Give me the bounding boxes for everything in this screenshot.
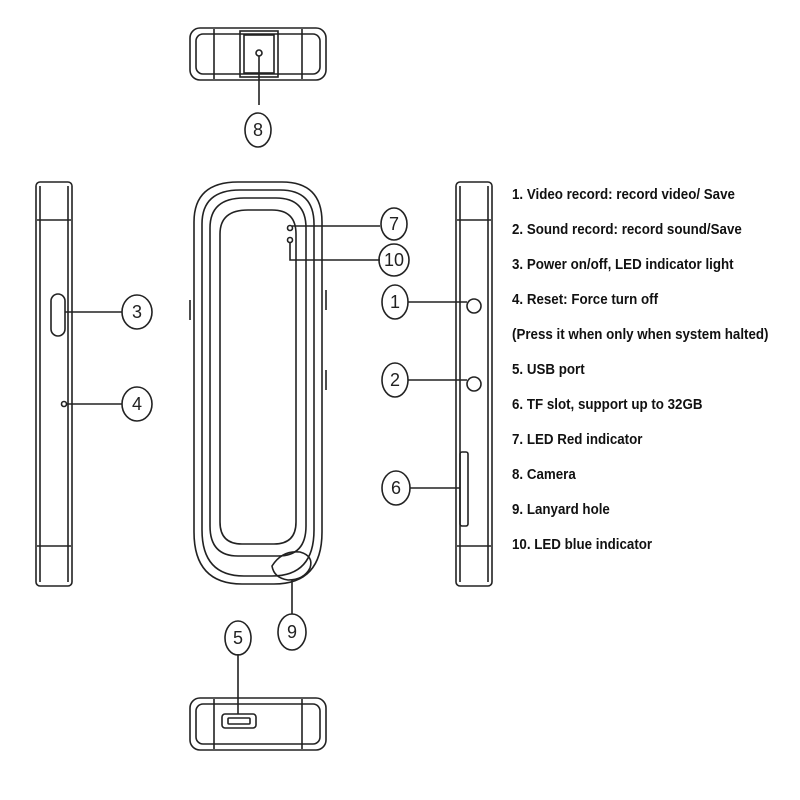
top-view [189, 27, 327, 105]
led-red-indicator-icon [286, 224, 294, 232]
callout-5: 5 [233, 628, 243, 648]
camera-lens-icon [255, 49, 263, 57]
legend-item-usb-port: 5. USB port [512, 362, 585, 378]
callout-3: 3 [132, 302, 142, 322]
power-button-icon [50, 293, 66, 337]
callout-6: 6 [391, 478, 401, 498]
legend-item-reset-note: (Press it when only when system halted) [512, 327, 769, 343]
callout-8: 8 [253, 120, 263, 140]
legend-item-sound-record: 2. Sound record: record sound/Save [512, 222, 742, 238]
callout-1: 1 [390, 292, 400, 312]
front-view [189, 181, 380, 614]
lanyard-hole-icon [271, 550, 312, 581]
video-record-button-icon [466, 298, 482, 314]
callout-4: 4 [132, 394, 142, 414]
legend-item-camera: 8. Camera [512, 467, 576, 483]
tf-slot-icon [459, 451, 469, 527]
sound-record-button-icon [466, 376, 482, 392]
led-blue-indicator-icon [286, 236, 294, 244]
legend-item-lanyard: 9. Lanyard hole [512, 502, 610, 518]
legend-item-video-record: 1. Video record: record video/ Save [512, 187, 735, 203]
legend-item-led-blue: 10. LED blue indicator [512, 537, 653, 553]
legend: 1. Video record: record video/ Save 2. S… [512, 178, 797, 563]
left-side-view [35, 181, 122, 587]
callout-7: 7 [389, 214, 399, 234]
callout-10: 10 [384, 250, 404, 270]
usb-port-icon [221, 713, 257, 729]
bottom-view [189, 654, 327, 751]
legend-item-power: 3. Power on/off, LED indicator light [512, 257, 734, 273]
right-side-view [408, 181, 493, 587]
callout-9: 9 [287, 622, 297, 642]
legend-item-reset: 4. Reset: Force turn off [512, 292, 659, 308]
reset-hole-icon [60, 400, 68, 408]
callout-2: 2 [390, 370, 400, 390]
legend-item-led-red: 7. LED Red indicator [512, 432, 643, 448]
legend-item-tf-slot: 6. TF slot, support up to 32GB [512, 397, 703, 413]
